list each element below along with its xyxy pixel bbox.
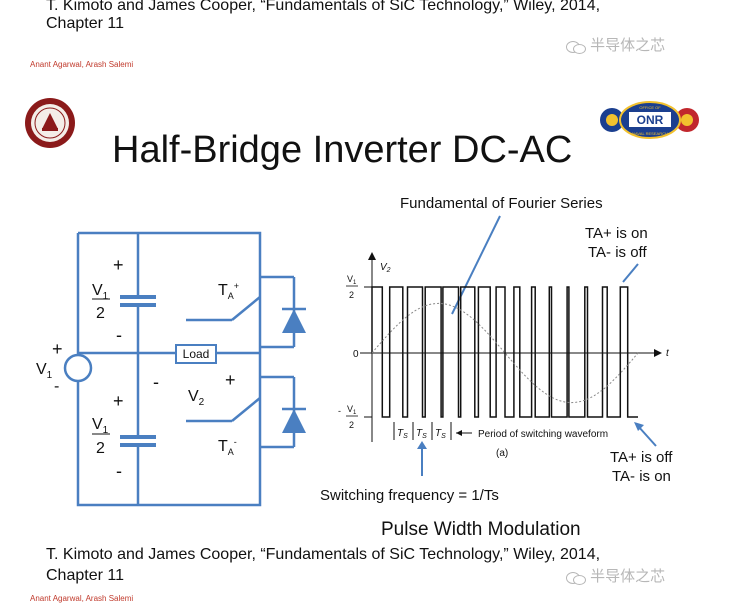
bottom-reference-line1: T. Kimoto and James Cooper, “Fundamental… [46,546,601,563]
panel-label: (a) [496,448,508,459]
pwm-waveform: Fundamental of Fourier Series TA+ is on … [320,195,673,504]
top-watermark: 半导体之芯 [566,34,665,55]
onr-logo: ONR OFFICE OF NAVAL RESEARCH [600,101,699,139]
cap1-minus: - [116,325,122,345]
ta-minus-label: TA- [218,437,237,457]
cap1-plus: + [113,255,124,275]
page-title: Half-Bridge Inverter DC-AC [112,129,573,171]
cap1-v1: V1 [92,282,109,302]
bottom-authors: Anant Agarwal, Arash Salemi [30,594,134,603]
ta-on-bottom: TA- is on [612,468,671,485]
authors: Anant Agarwal, Arash Salemi [30,60,134,69]
ta-plus-label: TA+ [218,281,239,301]
wechat-icon [566,40,586,54]
load-box [175,344,217,364]
svg-text:NAVAL RESEARCH: NAVAL RESEARCH [632,131,668,136]
source-v1: V1 [36,361,53,381]
ta-off-top: TA- is off [588,244,647,261]
watermark-text: 半导体之芯 [590,37,666,54]
ta-off-bottom: TA+ is off [610,449,673,466]
axis-v2-label: V2 [380,262,391,274]
top-level-label: V1 [347,274,357,286]
top-level-half: 2 [349,290,354,300]
diode-lower [282,409,306,433]
half-bridge-circuit: Load + V1 2 - + V1 2 - + V1 - - + V2 TA+… [36,231,306,507]
svg-text:ONR: ONR [637,113,664,127]
cap2-v1: V1 [92,416,109,436]
cap2-minus: - [116,461,122,481]
top-reference-line2: Chapter 11 [46,15,124,32]
bottom-reference-line2: Chapter 11 [46,567,124,584]
load-minus: - [153,372,159,392]
source-plus: + [52,339,63,359]
bottom-state-pointer [637,425,657,447]
watermark-text: 半导体之芯 [590,568,666,585]
zero-label: 0 [353,349,359,360]
v2-label: V2 [188,388,205,408]
top-state-pointer [622,263,639,283]
ts-label-2: TS [416,428,427,440]
capacitors [120,295,156,447]
bottom-level-half: 2 [349,420,354,430]
bottom-level-label: V1 [347,404,357,416]
bottom-watermark: 半导体之芯 [566,565,665,586]
load-label: Load [183,347,210,361]
period-label: Period of switching waveform [478,429,608,440]
subtitle: Pulse Width Modulation [381,519,581,540]
pwm-square-wave [371,286,638,418]
wechat-icon [566,571,586,585]
ts-label-1: TS [397,428,408,440]
switching-frequency-label: Switching frequency = 1/Ts [320,487,499,504]
cap2-half: 2 [96,440,105,457]
fundamental-label: Fundamental of Fourier Series [400,195,603,212]
source-minus: - [54,378,59,395]
axis-t-label: t [666,348,670,359]
university-seal-logo [25,98,75,148]
cap1-half: 2 [96,305,105,322]
bottom-level-minus: - [338,406,341,416]
load-plus: + [225,370,236,390]
circuit-wires [76,231,296,507]
dc-source [63,353,93,383]
top-reference-line1: T. Kimoto and James Cooper, “Fundamental… [46,0,601,14]
diode-upper [282,309,306,333]
cap2-plus: + [113,391,124,411]
ts-label-3: TS [435,428,446,440]
svg-text:OFFICE OF: OFFICE OF [639,105,661,110]
ta-on-top: TA+ is on [585,225,648,242]
